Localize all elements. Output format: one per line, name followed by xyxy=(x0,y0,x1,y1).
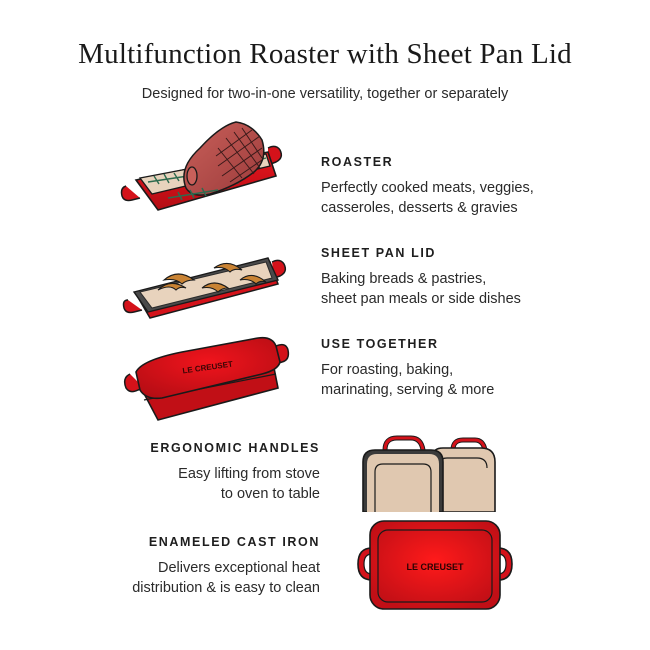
feature-description-line: Baking breads & pastries, xyxy=(321,271,487,287)
feature-enameled-cast-iron: ENAMELED CAST IRON Delivers exceptional … xyxy=(132,535,320,598)
feature-description-line: casseroles, desserts & gravies xyxy=(321,200,518,216)
page-title: Multifunction Roaster with Sheet Pan Lid xyxy=(78,38,572,70)
sheet-pan-with-croissants-illustration xyxy=(122,257,287,319)
feature-description-line: to oven to table xyxy=(220,486,320,502)
feature-heading: ERGONOMIC HANDLES xyxy=(150,441,320,455)
page-subtitle: Designed for two-in-one versatility, tog… xyxy=(141,86,509,102)
feature-sheet-pan-lid: SHEET PAN LID Baking breads & pastries, … xyxy=(321,246,521,309)
covered-roaster-illustration: LE CREUSET xyxy=(123,336,290,421)
feature-description-line: sheet pan meals or side dishes xyxy=(321,291,521,307)
feature-description-line: distribution & is easy to clean xyxy=(132,580,320,596)
roaster-with-ham-illustration xyxy=(120,121,283,211)
le-creuset-logo: LE CREUSET xyxy=(406,562,464,572)
feature-description-line: Easy lifting from stove xyxy=(178,466,320,482)
feature-heading: ENAMELED CAST IRON xyxy=(148,535,320,549)
feature-heading: USE TOGETHER xyxy=(321,337,439,351)
feature-use-together: USE TOGETHER For roasting, baking, marin… xyxy=(321,337,494,400)
feature-description-line: For roasting, baking, xyxy=(321,362,454,378)
feature-heading: ROASTER xyxy=(321,155,394,169)
feature-description-line: Delivers exceptional heat xyxy=(157,560,320,576)
feature-heading: SHEET PAN LID xyxy=(321,246,437,260)
feature-description-line: Perfectly cooked meats, veggies, xyxy=(321,180,534,196)
feature-roaster: ROASTER Perfectly cooked meats, veggies,… xyxy=(321,155,534,218)
top-view-roaster-illustration: LE CREUSET xyxy=(357,520,513,610)
feature-ergonomic-handles: ERGONOMIC HANDLES Easy lifting from stov… xyxy=(150,441,320,504)
feature-description-line: marinating, serving & more xyxy=(321,382,495,398)
handles-closeup-illustration xyxy=(362,435,496,512)
